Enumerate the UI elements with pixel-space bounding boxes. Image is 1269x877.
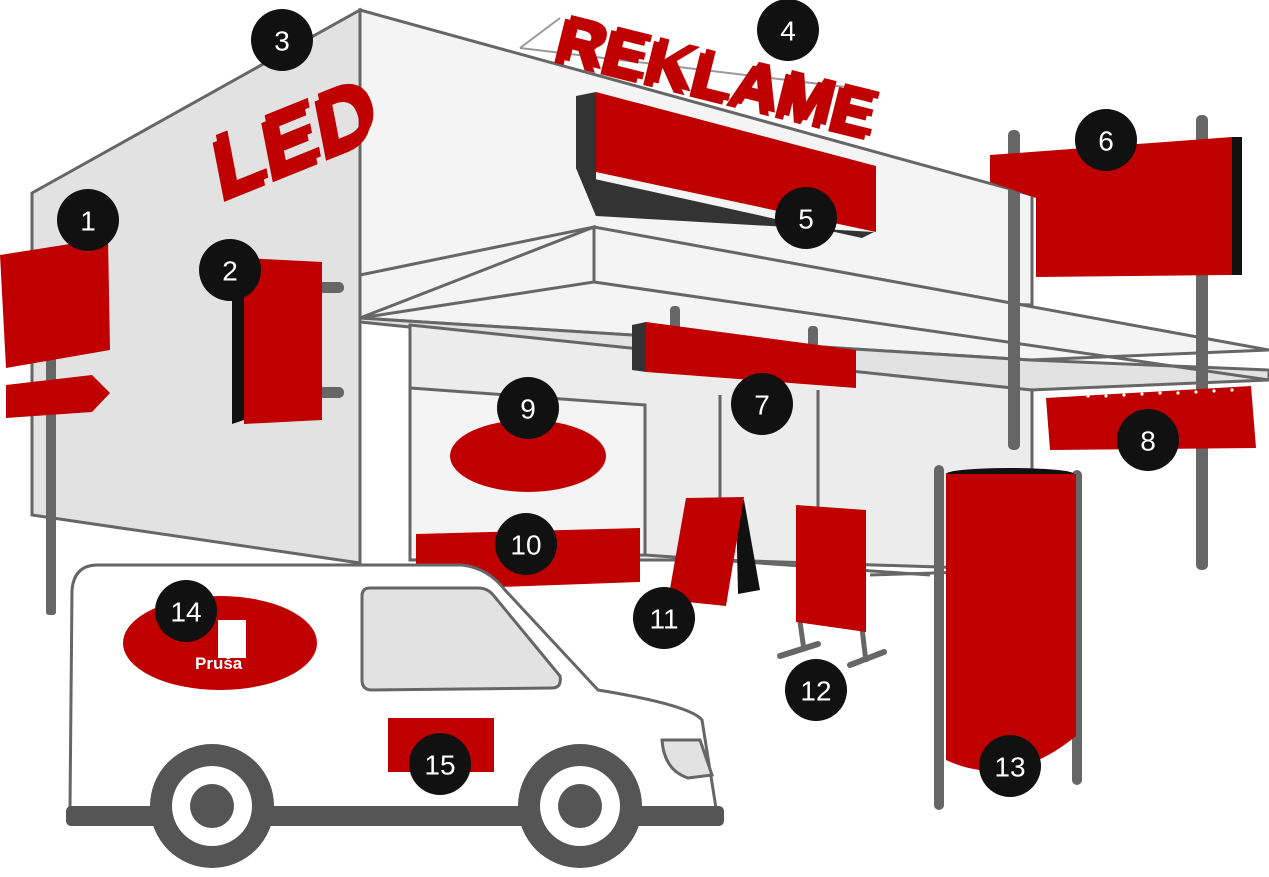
number-badge-5: 5 <box>775 187 837 249</box>
number-badge-label: 2 <box>222 256 238 287</box>
sign-13-pylon <box>934 465 1082 810</box>
number-badge-circle <box>409 733 471 795</box>
number-badge-label: 7 <box>754 390 770 421</box>
number-badge-8: 8 <box>1117 409 1179 471</box>
sign-11-a-frame <box>668 497 760 606</box>
number-badge-circle <box>57 189 119 251</box>
number-badge-circle <box>757 0 819 61</box>
number-badge-circle <box>633 587 695 649</box>
number-badge-15: 15 <box>409 733 471 795</box>
number-badge-circle <box>785 659 847 721</box>
number-badge-3: 3 <box>251 9 313 71</box>
number-badge-circle <box>1117 409 1179 471</box>
number-badge-label: 15 <box>424 750 455 781</box>
number-badge-label: 10 <box>510 530 541 561</box>
sign-9-window-oval <box>450 420 606 492</box>
van-window <box>360 586 562 692</box>
number-badge-circle <box>979 735 1041 797</box>
number-badge-9: 9 <box>497 377 559 439</box>
number-badge-label: 8 <box>1140 426 1156 457</box>
canopy-top <box>358 225 1269 362</box>
vehicle-logo-text: Pruša <box>195 654 243 673</box>
building <box>30 7 1269 577</box>
number-badge-label: 9 <box>520 394 536 425</box>
number-badge-circle <box>1075 109 1137 171</box>
van-rear-wheel <box>150 744 274 868</box>
number-badge-label: 4 <box>780 16 796 47</box>
number-badge-circle <box>775 187 837 249</box>
number-badge-label: 5 <box>798 204 814 235</box>
number-badge-circle <box>251 9 313 71</box>
number-badge-circle <box>495 513 557 575</box>
number-badge-4: 4 <box>757 0 819 61</box>
number-badge-12: 12 <box>785 659 847 721</box>
number-badge-label: 11 <box>649 604 678 635</box>
van-headlight <box>660 738 715 780</box>
number-badge-10: 10 <box>495 513 557 575</box>
sign-7-hanging-lightbox <box>632 306 856 388</box>
sign-2-projecting-sign <box>232 258 344 424</box>
number-badge-label: 14 <box>170 597 201 628</box>
number-badge-circle <box>199 239 261 301</box>
sign-6-billboard <box>990 115 1242 570</box>
number-badge-circle <box>155 580 217 642</box>
number-badge-7: 7 <box>731 373 793 435</box>
sign-14-vehicle-logo: Pruša <box>123 596 317 690</box>
delivery-van: Pruša <box>66 563 724 868</box>
number-badge-2: 2 <box>199 239 261 301</box>
number-badge-label: 13 <box>994 752 1025 783</box>
number-badge-14: 14 <box>155 580 217 642</box>
number-badge-label: 3 <box>274 26 290 57</box>
number-badge-circle <box>497 377 559 439</box>
number-badge-circle <box>731 373 793 435</box>
number-badge-1: 1 <box>57 189 119 251</box>
number-badge-label: 6 <box>1098 126 1114 157</box>
number-badge-11: 11 <box>633 587 695 649</box>
van-front-wheel <box>518 744 642 868</box>
sign-12-stand-sign <box>777 505 887 668</box>
number-badge-13: 13 <box>979 735 1041 797</box>
awning-light-dots <box>1086 388 1234 398</box>
number-badge-label: 12 <box>800 676 831 707</box>
number-badge-6: 6 <box>1075 109 1137 171</box>
sign-1-pole-sign <box>0 238 110 615</box>
number-badge-label: 1 <box>80 206 96 237</box>
